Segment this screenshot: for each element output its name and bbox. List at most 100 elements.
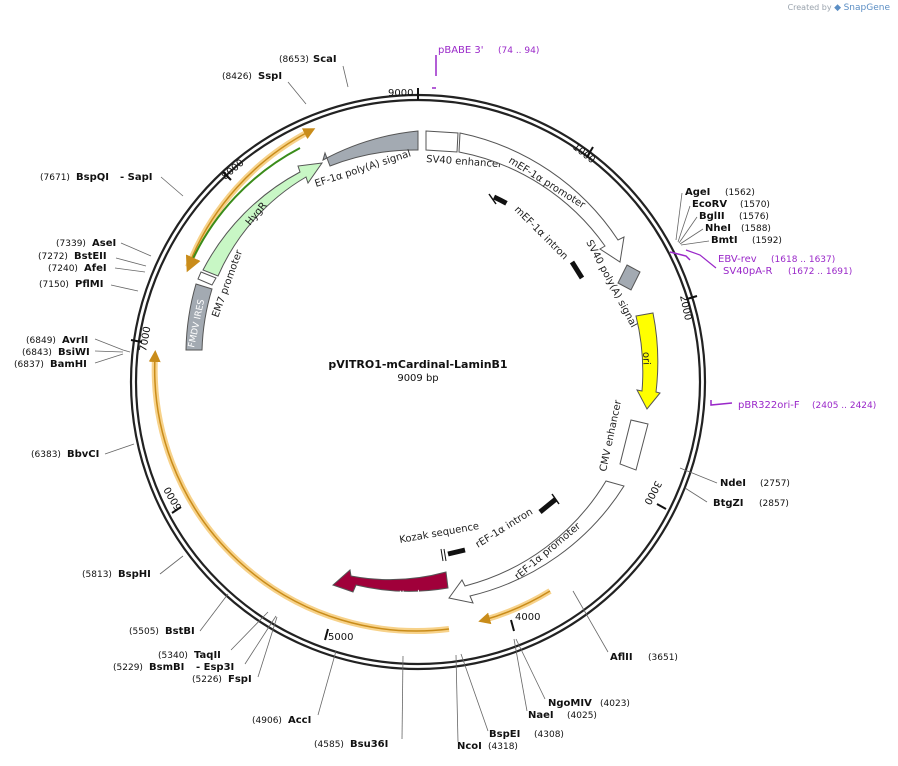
- feature-ref1a-intron[interactable]: [538, 493, 560, 514]
- feature-em7[interactable]: [197, 271, 217, 286]
- svg-text:BglII: BglII: [699, 211, 725, 222]
- site-ecorv[interactable]: EcoRV (1570): [692, 199, 770, 210]
- svg-text:BstEII: BstEII: [74, 251, 107, 262]
- svg-text:(7339): (7339): [56, 239, 86, 249]
- site-afei[interactable]: (7240) AfeI: [48, 263, 107, 274]
- snapgene-logo-icon: ◆: [834, 3, 842, 13]
- svg-text:(5340): (5340): [158, 651, 188, 661]
- site-fspi[interactable]: (5226) FspI: [192, 674, 252, 685]
- svg-text:pBABE 3': pBABE 3': [438, 45, 484, 56]
- svg-text:AccI: AccI: [288, 715, 311, 726]
- feature-mef1a-intron[interactable]: [488, 193, 585, 280]
- svg-text:(1570): (1570): [740, 200, 770, 210]
- site-bsiwi[interactable]: (6843) BsiWI: [22, 347, 90, 358]
- tick-label: 5000: [328, 632, 353, 643]
- orf-arcs: [148, 128, 552, 634]
- site-agei[interactable]: AgeI (1562): [685, 187, 755, 198]
- credit-text: Created by: [787, 3, 832, 12]
- svg-text:EcoRV: EcoRV: [692, 199, 727, 210]
- primer-pbabe[interactable]: pBABE 3' (74 .. 94): [432, 45, 539, 89]
- site-bsu36i[interactable]: (4585) Bsu36I: [314, 739, 388, 750]
- site-sspi[interactable]: (8426) SspI: [222, 71, 282, 82]
- svg-text:Bsu36I: Bsu36I: [350, 739, 388, 750]
- svg-text:ScaI: ScaI: [313, 54, 337, 65]
- site-pflmi[interactable]: (7150) PflMI: [39, 279, 103, 290]
- site-bglii[interactable]: BglII (1576): [699, 211, 769, 222]
- svg-text:NgoMIV: NgoMIV: [548, 698, 592, 709]
- svg-text:SspI: SspI: [258, 71, 282, 82]
- svg-text:NheI: NheI: [705, 223, 731, 234]
- feature-sv40-polya[interactable]: [617, 264, 641, 291]
- svg-text:(6849): (6849): [26, 336, 56, 346]
- feature-fmdv-ires[interactable]: [185, 283, 213, 351]
- svg-text:BspEI: BspEI: [489, 729, 520, 740]
- svg-text:(7150): (7150): [39, 280, 69, 290]
- site-naei[interactable]: NaeI (4025): [528, 710, 597, 721]
- site-avrii[interactable]: (6849) AvrII: [26, 335, 88, 346]
- site-asei[interactable]: (7339) AseI: [56, 238, 116, 249]
- svg-text:BmtI: BmtI: [711, 235, 738, 246]
- feature-ori[interactable]: [635, 312, 661, 410]
- svg-text:(4025): (4025): [567, 711, 597, 721]
- svg-text:AgeI: AgeI: [685, 187, 710, 198]
- svg-text:(1576): (1576): [739, 212, 769, 222]
- label-ref1a-intron: rEF-1α intron: [474, 507, 535, 551]
- site-bsmbi[interactable]: (5229) BsmBI - Esp3I: [113, 662, 234, 673]
- svg-text:(5229): (5229): [113, 663, 143, 673]
- feature-kozak[interactable]: [440, 547, 466, 562]
- feature-ef1a-polya[interactable]: [322, 130, 419, 167]
- feature-ref1a-promoter[interactable]: [448, 480, 625, 604]
- site-acci[interactable]: (4906) AccI: [252, 715, 311, 726]
- svg-text:(1672 .. 1691): (1672 .. 1691): [788, 267, 852, 277]
- feature-sv40-enhancer[interactable]: [425, 130, 459, 153]
- site-btgzi[interactable]: BtgZI (2857): [713, 498, 789, 509]
- svg-text:FspI: FspI: [228, 674, 252, 685]
- svg-text:- Esp3I: - Esp3I: [196, 662, 234, 673]
- svg-text:BspQI: BspQI: [76, 172, 109, 183]
- site-scai[interactable]: (8653) ScaI: [279, 54, 337, 65]
- svg-text:AflII: AflII: [610, 652, 633, 663]
- site-bspqi[interactable]: (7671) BspQI - SapI: [40, 172, 152, 183]
- site-bmti[interactable]: BmtI (1592): [711, 235, 782, 246]
- svg-text:TaqII: TaqII: [194, 650, 221, 661]
- svg-text:(7272): (7272): [38, 252, 68, 262]
- feature-mcardinal[interactable]: [332, 569, 449, 593]
- site-ngomiv[interactable]: NgoMIV (4023): [548, 698, 630, 709]
- svg-text:(1588): (1588): [741, 224, 771, 234]
- site-bsteii[interactable]: (7272) BstEII: [38, 251, 107, 262]
- svg-text:NcoI: NcoI: [457, 741, 482, 752]
- svg-text:(7240): (7240): [48, 264, 78, 274]
- svg-text:NdeI: NdeI: [720, 478, 746, 489]
- label-ori: ori: [640, 352, 651, 365]
- primer-pbr322ori-f[interactable]: pBR322ori-F (2405 .. 2424): [710, 400, 876, 411]
- svg-text:(3651): (3651): [648, 653, 678, 663]
- tick-label: 2000: [677, 294, 693, 321]
- svg-text:(1618 .. 1637): (1618 .. 1637): [771, 255, 835, 265]
- feature-cmv-enhancer[interactable]: [619, 419, 649, 471]
- site-bbvci[interactable]: (6383) BbvCI: [31, 449, 99, 460]
- site-nhei[interactable]: NheI (1588): [705, 223, 771, 234]
- svg-text:(2405 .. 2424): (2405 .. 2424): [812, 401, 876, 411]
- snapgene-credit: Created by ◆ SnapGene: [788, 3, 890, 13]
- svg-text:BbvCI: BbvCI: [67, 449, 99, 460]
- svg-text:SV40pA-R: SV40pA-R: [723, 266, 772, 277]
- primer-ebv-rev[interactable]: EBV-rev (1618 .. 1637): [669, 251, 835, 265]
- svg-text:pBR322ori-F: pBR322ori-F: [738, 400, 800, 411]
- svg-text:(2757): (2757): [760, 479, 790, 489]
- svg-text:BstBI: BstBI: [165, 626, 195, 637]
- label-kozak: Kozak sequence: [399, 521, 480, 546]
- site-ndei[interactable]: NdeI (2757): [720, 478, 790, 489]
- feature-mef1a-promoter[interactable]: [458, 132, 625, 263]
- primer-sv40pa-r[interactable]: SV40pA-R (1672 .. 1691): [685, 249, 852, 277]
- site-taqii[interactable]: (5340) TaqII: [158, 650, 221, 661]
- site-aflii[interactable]: AflII (3651): [610, 652, 678, 663]
- site-bsphi[interactable]: (5813) BspHI: [82, 569, 151, 580]
- site-bstbi[interactable]: (5505) BstBI: [129, 626, 195, 637]
- svg-text:(6843): (6843): [22, 348, 52, 358]
- svg-text:(4906): (4906): [252, 716, 282, 726]
- site-ncoi[interactable]: NcoI (4318): [457, 741, 518, 752]
- feature-hygr[interactable]: [202, 162, 324, 277]
- tick-label: 3000: [641, 479, 663, 507]
- site-bamhi[interactable]: (6837) BamHI: [14, 359, 87, 370]
- site-bspei[interactable]: BspEI (4308): [489, 729, 564, 740]
